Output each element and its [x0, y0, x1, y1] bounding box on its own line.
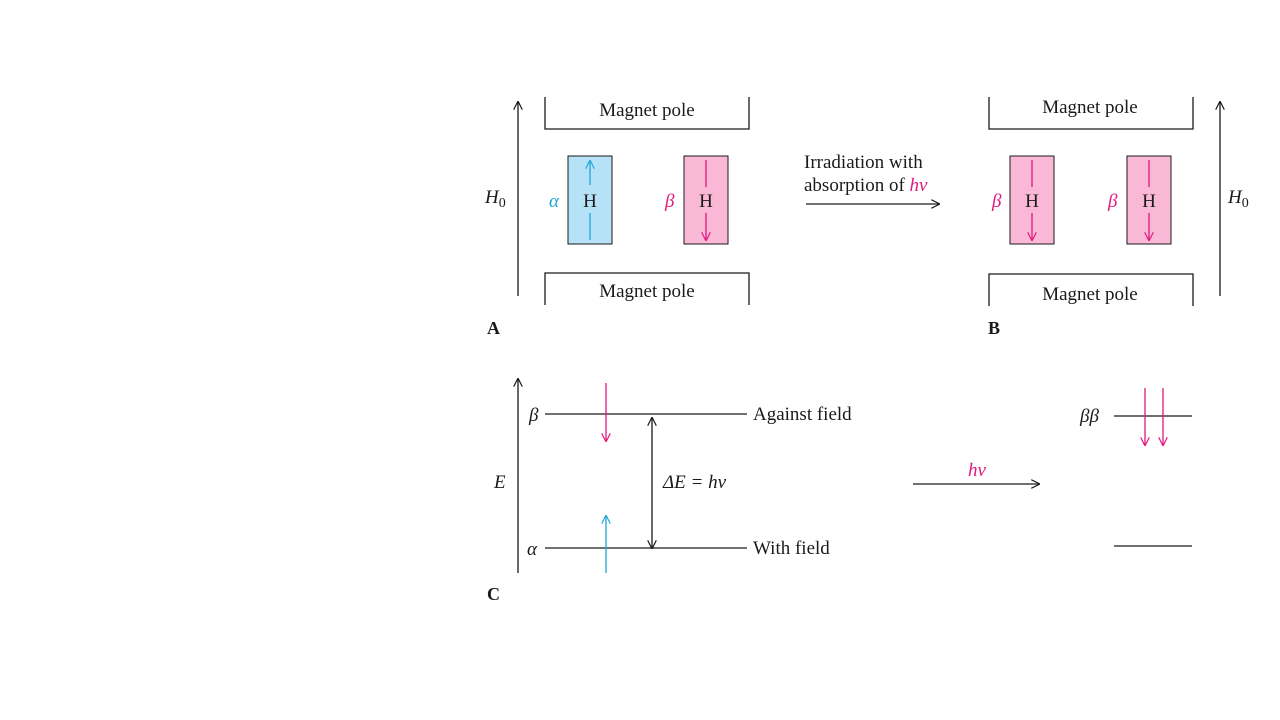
- beta-nucleus-symbol-a: H: [699, 191, 713, 212]
- top-magnet-pole-label-a: Magnet pole: [599, 100, 695, 121]
- panel-label-c: C: [487, 584, 500, 604]
- top-magnet-pole-a: [544, 97, 750, 130]
- panel-a: H0 Magnet pole Magnet pole α H β H A: [484, 97, 750, 338]
- bottom-magnet-pole-a: [544, 272, 750, 305]
- bottom-magnet-pole-b: [988, 273, 1194, 306]
- field-label-a: H0: [484, 187, 506, 211]
- top-magnet-pole-label-b: Magnet pole: [1042, 97, 1138, 118]
- alpha-nucleus-symbol-a: H: [583, 191, 597, 212]
- top-magnet-pole-b: [988, 97, 1194, 130]
- transition-text-line2: absorption of hν: [804, 175, 928, 196]
- transition: Irradiation with absorption of hν: [804, 152, 939, 204]
- panel-c: E β Against field α With field ΔE = hν h…: [487, 379, 1192, 604]
- upper-level-desc: Against field: [753, 404, 852, 425]
- lower-level-label: α: [527, 539, 538, 560]
- bottom-magnet-pole-label-b: Magnet pole: [1042, 284, 1138, 305]
- panel-label-a: A: [487, 318, 500, 338]
- transition-text-line1: Irradiation with: [804, 152, 923, 173]
- beta-spin-label-b2: β: [1107, 191, 1118, 212]
- beta-spin-label-b1: β: [991, 191, 1002, 212]
- lower-level-desc: With field: [753, 538, 830, 559]
- absorption-arrow-label: hν: [968, 460, 987, 481]
- bottom-magnet-pole-label-a: Magnet pole: [599, 281, 695, 302]
- result-level-label: ββ: [1079, 406, 1099, 427]
- upper-level-label: β: [528, 405, 539, 426]
- transition-energy: hν: [910, 175, 929, 196]
- panel-b: Magnet pole Magnet pole β H β H H0 B: [988, 97, 1249, 338]
- energy-gap-label: ΔE = hν: [662, 472, 727, 493]
- field-label-b: H0: [1227, 187, 1249, 211]
- beta-nucleus-symbol-b1: H: [1025, 191, 1039, 212]
- beta-spin-label-a: β: [664, 191, 675, 212]
- beta-nucleus-symbol-b2: H: [1142, 191, 1156, 212]
- alpha-spin-label-a: α: [549, 191, 560, 212]
- panel-label-b: B: [988, 318, 1000, 338]
- energy-axis-label: E: [493, 472, 506, 493]
